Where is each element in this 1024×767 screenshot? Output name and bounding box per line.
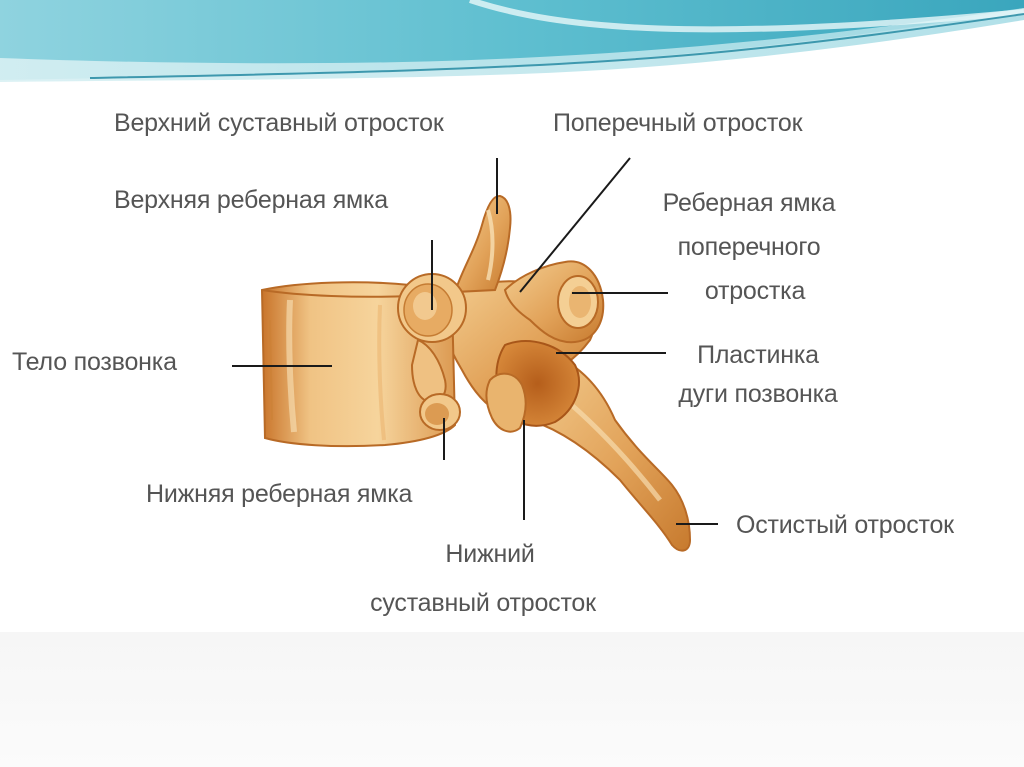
superior-articular-process-shape	[453, 195, 512, 294]
header-wave-decoration	[0, 0, 1024, 95]
label-transverse-costal-facet-line-3: отростка	[704, 277, 806, 305]
label-spinous-process: Остистый отросток	[736, 510, 954, 541]
label-transverse-costal-facet-line-1: Реберная ямка	[662, 189, 836, 217]
label-superior-costal-facet-text: Верхняя реберная ямка	[114, 186, 389, 214]
label-spinous-process-text: Остистый отросток	[736, 511, 954, 539]
label-superior-costal-facet: Верхняя реберная ямка	[114, 185, 388, 216]
label-lamina-line-2: дуги позвонка	[678, 380, 838, 408]
label-inferior-articular-process-line-1: Нижний	[445, 540, 535, 568]
label-vertebral-body-text: Тело позвонка	[12, 348, 177, 376]
label-lamina-line-1: Пластинка	[697, 341, 819, 369]
label-superior-articular-process: Верхний суставный отросток	[114, 108, 444, 139]
label-superior-articular-process-text: Верхний суставный отросток	[114, 109, 444, 137]
label-vertebral-body: Тело позвонка	[12, 347, 177, 378]
leader-lines	[232, 157, 718, 525]
label-inferior-costal-facet-text: Нижняя реберная ямка	[146, 480, 413, 508]
footer-band	[0, 632, 1024, 767]
label-transverse-process: Поперечный отросток	[553, 108, 803, 139]
label-transverse-costal-facet-line-2: поперечного	[677, 233, 821, 261]
inferior-articular-process-shape	[485, 372, 527, 433]
leader-transverse-process	[519, 157, 631, 293]
label-inferior-costal-facet: Нижняя реберная ямка	[146, 479, 412, 510]
label-lamina: Пластинка дуги позвонка	[655, 340, 861, 410]
label-inferior-articular-process: Нижний суставный отросток	[338, 539, 628, 619]
label-transverse-costal-facet: Реберная ямка поперечного отростка	[642, 188, 856, 307]
label-inferior-articular-process-line-2: суставный отросток	[370, 589, 596, 617]
label-transverse-process-text: Поперечный отросток	[553, 109, 803, 137]
inferior-costal-facet-shape	[410, 338, 461, 431]
